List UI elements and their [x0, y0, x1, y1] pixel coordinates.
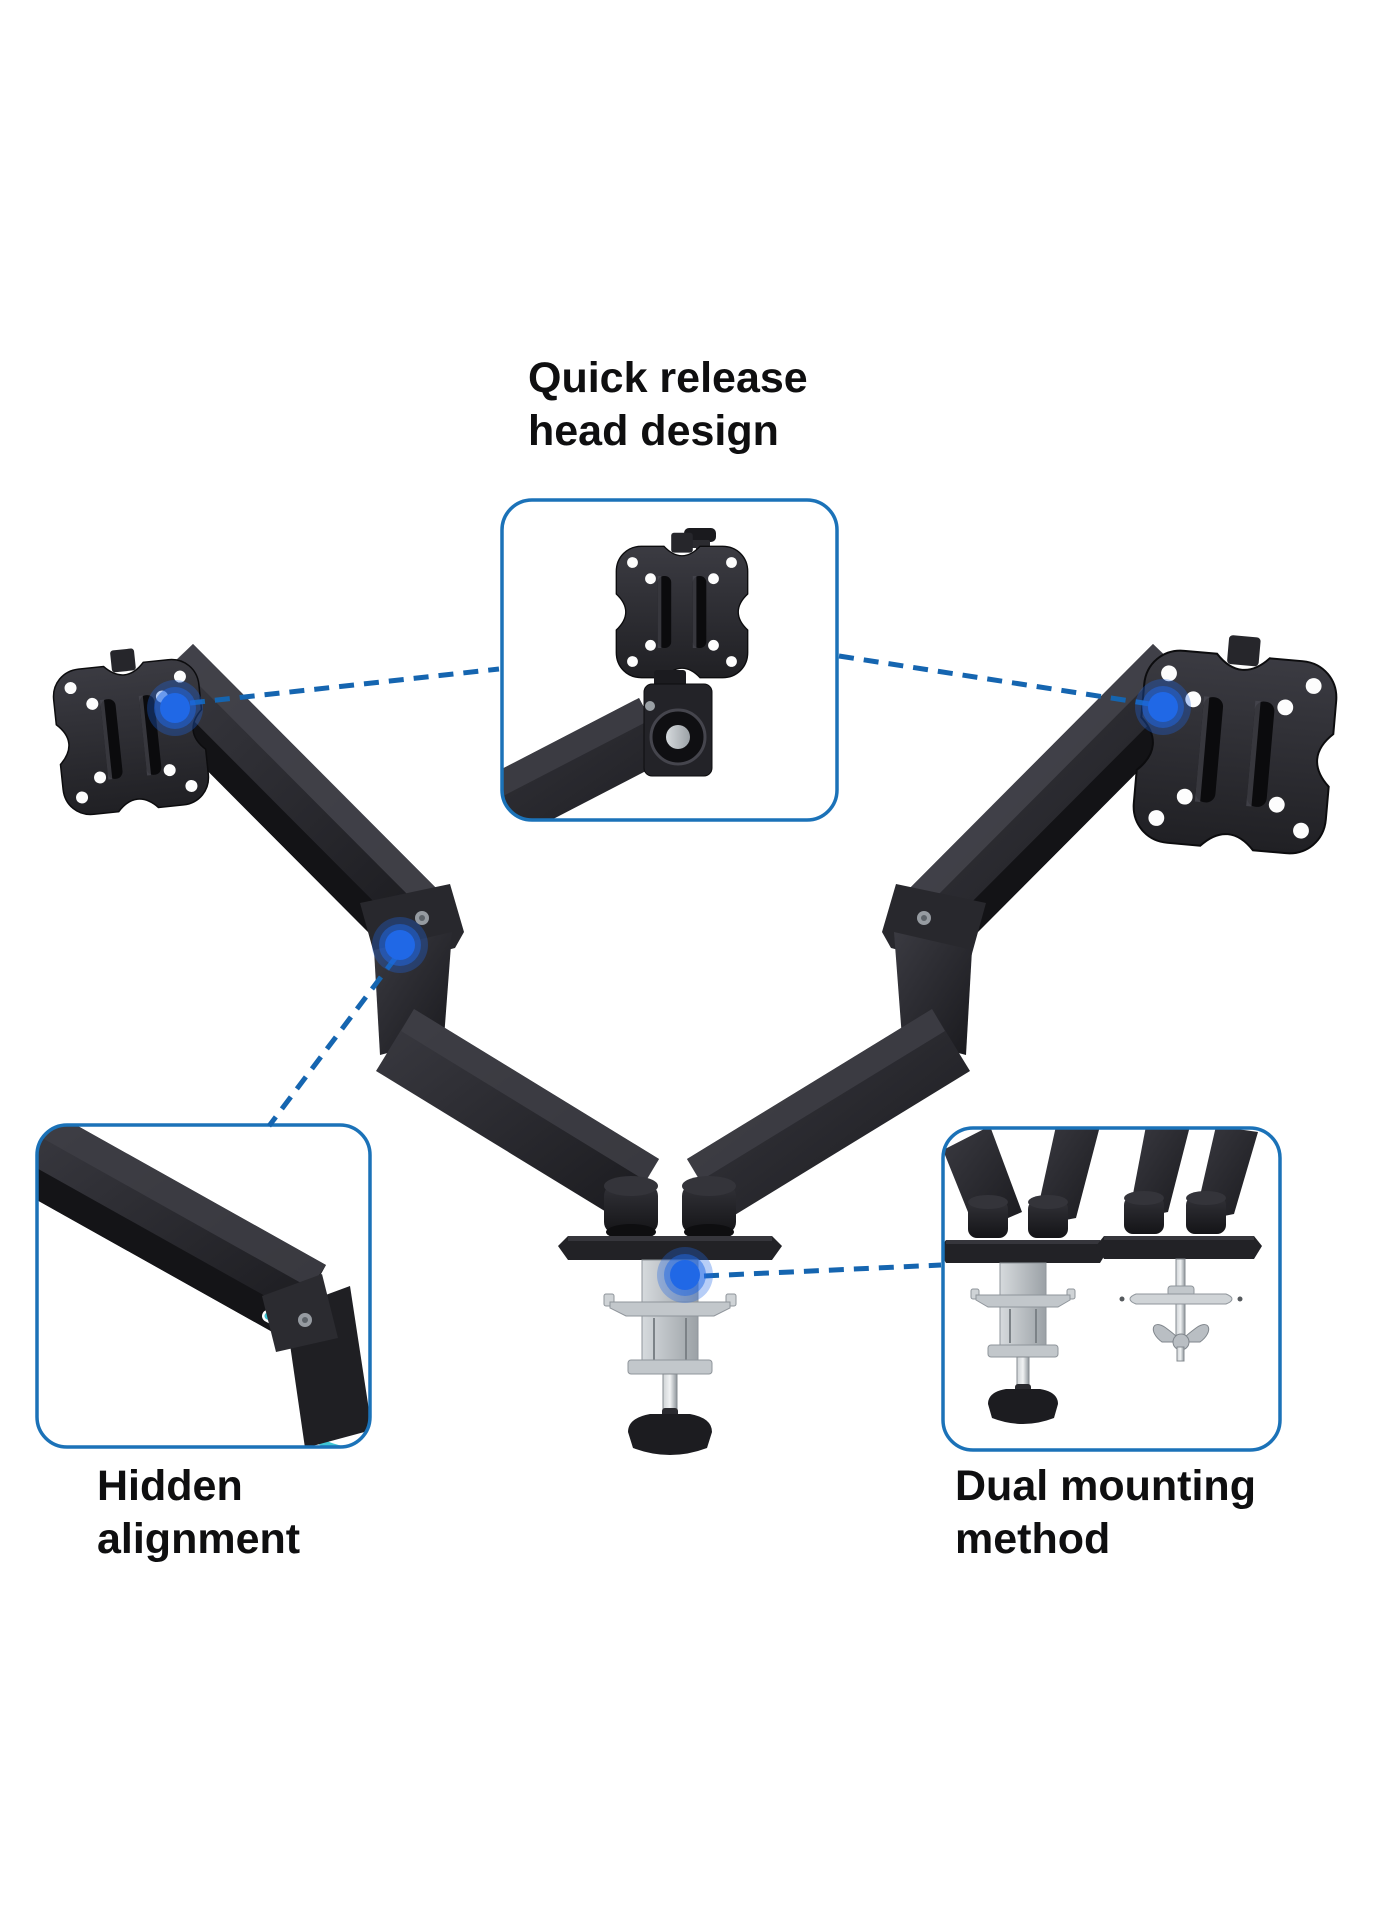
connector-elbow-to-bottomleft-box [267, 955, 398, 1128]
callout-label-line: Hidden [97, 1462, 243, 1510]
callout-label-line: Quick release [528, 354, 808, 402]
callout-label-quick-release: Quick release head design [528, 352, 808, 458]
dot-left-vesa [147, 680, 203, 736]
dot-left-elbow [372, 917, 428, 973]
callout-label-line: method [955, 1515, 1111, 1563]
dot-clamp-base [657, 1247, 713, 1303]
monitor-arm-product [48, 626, 1343, 1455]
connector-left-vesa-to-top-box [189, 666, 500, 706]
hidden-alignment-detail [37, 1125, 370, 1447]
callout-box-quick-release-head [500, 498, 839, 822]
clamp-mount [943, 1128, 1108, 1424]
vesa-plate-right [1129, 626, 1343, 858]
grommet-mount [1096, 1128, 1262, 1362]
callout-label-hidden-alignment: Hidden alignment [97, 1460, 300, 1566]
connector-top-box-to-right-vesa [838, 653, 1151, 707]
dual-mounting-detail [943, 1128, 1262, 1424]
callout-box-dual-mounting [941, 1126, 1282, 1452]
callout-connectors [189, 653, 1151, 1279]
callout-label-line: alignment [97, 1515, 301, 1563]
callout-label-line: head design [528, 407, 779, 455]
connector-clamp-to-bottomright-box [703, 1262, 942, 1279]
right-arm [687, 644, 1209, 1221]
quick-release-head-detail [502, 528, 749, 820]
callout-label-dual-mounting: Dual mounting method [955, 1460, 1256, 1566]
callout-box-hidden-alignment [35, 1123, 372, 1449]
callout-label-line: Dual mounting [955, 1462, 1256, 1510]
dot-right-vesa [1135, 679, 1191, 735]
center-base [558, 1176, 782, 1260]
